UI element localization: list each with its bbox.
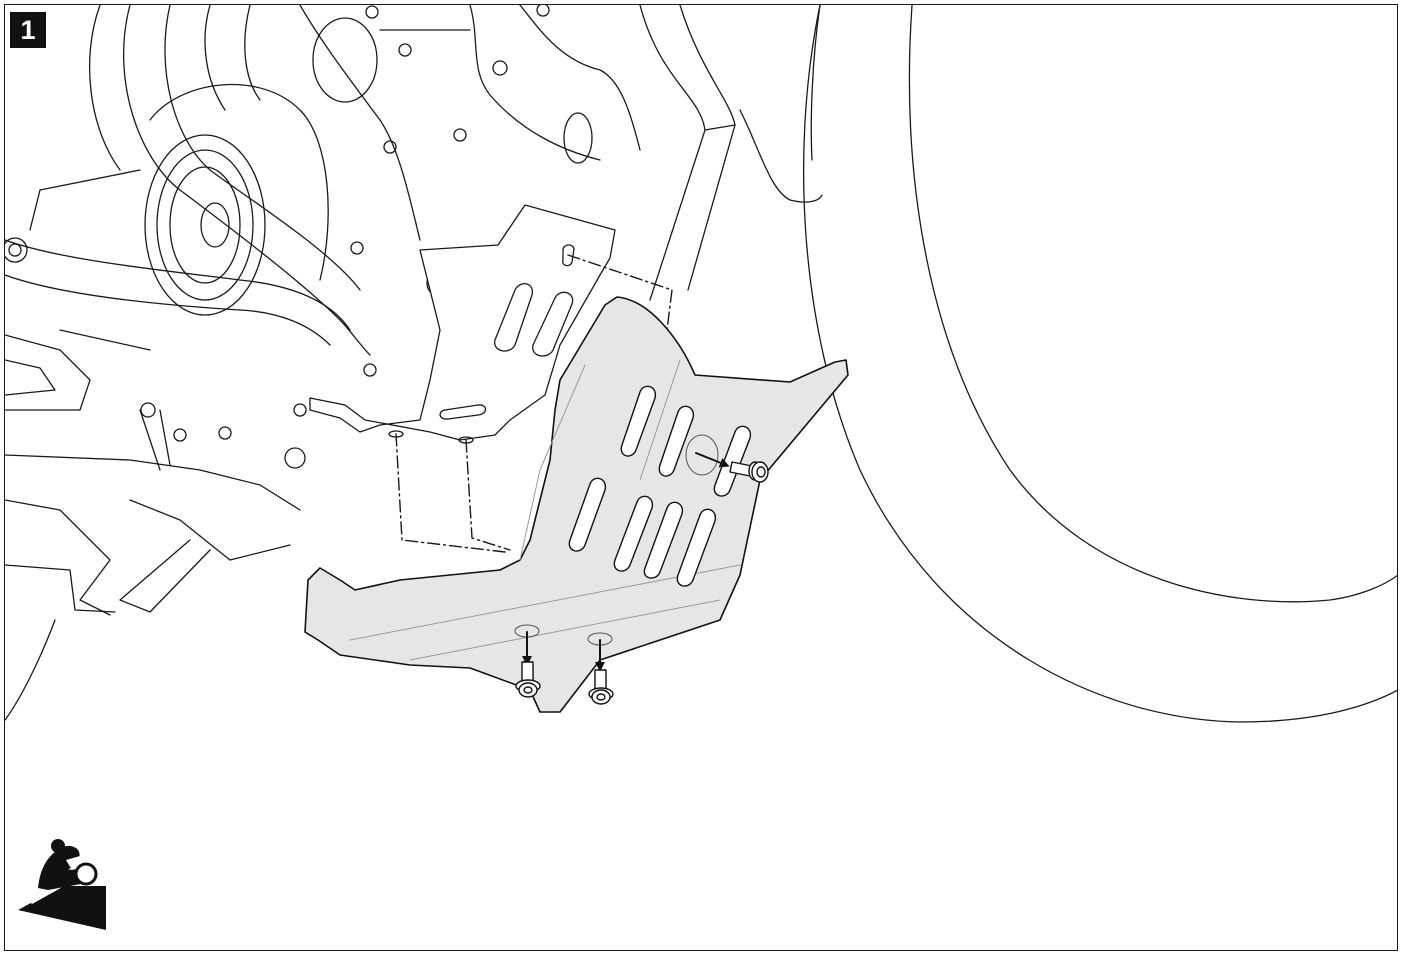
screw-middle bbox=[588, 669, 614, 705]
skid-plate bbox=[304, 296, 849, 713]
skid-plate-bend-lines bbox=[349, 359, 741, 661]
rear-wheel bbox=[802, 5, 1397, 723]
footpeg-bracket bbox=[5, 334, 301, 721]
engine-cover bbox=[29, 5, 641, 351]
frame-tube bbox=[639, 5, 823, 301]
alignment-lines bbox=[395, 254, 673, 553]
screw-left bbox=[515, 661, 541, 698]
screws bbox=[515, 461, 769, 705]
mount-hole-right bbox=[458, 436, 474, 444]
crash-bar bbox=[5, 5, 371, 356]
arrow-right-screw bbox=[695, 452, 730, 468]
screw-side bbox=[729, 461, 769, 483]
step-number-badge: 1 bbox=[10, 12, 46, 48]
install-arrows bbox=[522, 452, 730, 672]
skid-plate-slots bbox=[568, 385, 752, 587]
mount-hole-left bbox=[388, 430, 404, 438]
motorcycle-on-stand-icon bbox=[18, 839, 106, 930]
existing-engine-guard bbox=[309, 204, 616, 441]
existing-guard-slots bbox=[439, 244, 575, 420]
skid-plate-screw-holes bbox=[514, 434, 719, 646]
